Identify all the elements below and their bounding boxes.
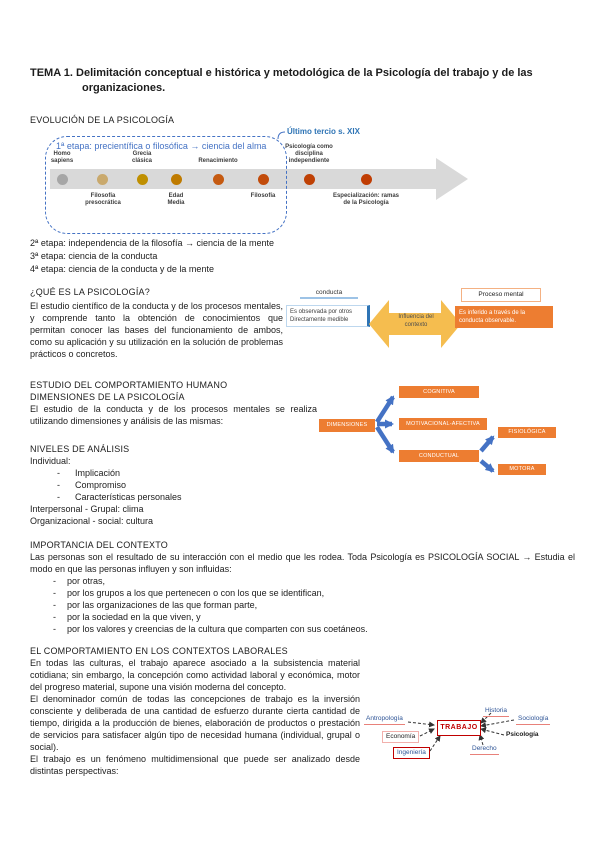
list-item: - por otras, bbox=[30, 575, 575, 587]
comportamiento-para-2: El denominador común de todas las concep… bbox=[30, 694, 360, 752]
bullet-dash: - bbox=[53, 612, 56, 622]
etapa-line: 3ª etapa: ciencia de la conducta bbox=[30, 250, 158, 261]
niveles-individual-label: Individual: bbox=[30, 456, 71, 466]
stage1-label: 1ª etapa: precientífica o filosófica → c… bbox=[56, 141, 267, 151]
milestone-label: Psicología como disciplina independiente bbox=[285, 144, 333, 164]
timeline-dot bbox=[360, 173, 372, 185]
discipline-derecho: Derecho bbox=[470, 745, 499, 755]
bullet-dash: - bbox=[53, 576, 56, 586]
discipline-economia: Economía bbox=[382, 731, 420, 743]
bullet-dash: - bbox=[53, 600, 56, 610]
section-importancia: IMPORTANCIA DEL CONTEXTO Las personas so… bbox=[30, 539, 575, 635]
timeline-dot bbox=[96, 173, 108, 185]
etapa-line: 4ª etapa: ciencia de la conducta y de la… bbox=[30, 263, 214, 274]
list-item-text: por otras, bbox=[67, 576, 106, 586]
discipline-ingenieria: Ingeniería bbox=[393, 747, 430, 759]
page-title: TEMA 1. Delimitación conceptual e histór… bbox=[30, 66, 578, 96]
timeline-dot bbox=[170, 173, 182, 185]
list-item: - Compromiso bbox=[30, 479, 330, 491]
importancia-body: Las personas son el resultado de su inte… bbox=[30, 552, 575, 574]
section-heading-que-es: ¿QUÉ ES LA PSICOLOGÍA? bbox=[30, 287, 150, 297]
discipline-historia: Historia bbox=[483, 707, 510, 717]
niveles-interpersonal-line: Interpersonal - Grupal: clima bbox=[30, 504, 144, 514]
timeline-dot bbox=[257, 173, 269, 185]
niveles-organizacional-line: Organizacional - social: cultura bbox=[30, 516, 154, 526]
trabajo-diagram: TRABAJO Antropología Economía Ingeniería… bbox=[360, 705, 575, 777]
milestone-label: Edad Media bbox=[167, 193, 185, 206]
milestone-label: Grecia clásica bbox=[131, 151, 153, 164]
list-item-text: por los valores y creencias de la cultur… bbox=[67, 624, 368, 634]
timeline-dot bbox=[212, 173, 224, 185]
etapa-line: 2ª etapa: independencia de la filosofía … bbox=[30, 238, 274, 248]
list-item-text: por los grupos a los que pertenecen o co… bbox=[67, 588, 325, 598]
dimensiones-diagram: DIMENSIONES COGNITIVA MOTIVACIONAL-AFECT… bbox=[313, 381, 575, 481]
list-item-text: Características personales bbox=[75, 492, 182, 502]
bullet-dash: - bbox=[53, 624, 56, 634]
section-heading-evolucion: EVOLUCIÓN DE LA PSICOLOGÍA bbox=[30, 115, 175, 125]
evolution-timeline-diagram: 1ª etapa: precientífica o filosófica → c… bbox=[38, 127, 583, 235]
trabajo-center-box: TRABAJO bbox=[437, 720, 481, 736]
dimensiones-root-box: DIMENSIONES bbox=[319, 419, 375, 432]
list-item-text: Implicación bbox=[75, 468, 121, 478]
stage1-dashed-box bbox=[45, 136, 287, 234]
comportamiento-para-3: El trabajo es un fenómeno multidimension… bbox=[30, 754, 360, 776]
timeline-dot bbox=[136, 173, 148, 185]
list-item-text: por las organizaciones de las que forman… bbox=[67, 600, 258, 610]
milestone-label: Filosofía presocrática bbox=[85, 193, 121, 206]
proceso-mental-label: Proceso mental bbox=[461, 288, 541, 302]
conducta-point: Directamente medible bbox=[290, 317, 349, 323]
list-item: - por los grupos a los que pertenecen o c… bbox=[30, 587, 575, 599]
dimension-motora-box: MOTORA bbox=[498, 464, 546, 475]
list-item: - por las organizaciones de las que forma… bbox=[30, 599, 575, 611]
timeline-callout: Último tercio s. XIX bbox=[287, 127, 360, 136]
milestone-label: Especialización: ramas de la Psicología bbox=[332, 193, 400, 206]
section-comportamiento: EL COMPORTAMIENTO EN LOS CONTEXTOS LABOR… bbox=[30, 645, 575, 777]
double-arrow-icon bbox=[369, 300, 461, 348]
bullet-dash: - bbox=[57, 480, 60, 490]
list-item-text: por la sociedad en la que viven, y bbox=[67, 612, 201, 622]
etapas-list: 2ª etapa: independencia de la filosofía … bbox=[30, 237, 274, 275]
section-estudio: ESTUDIO DEL COMPORTAMIENTO HUMANO DIMENS… bbox=[30, 379, 575, 484]
timeline-dot bbox=[56, 173, 68, 185]
milestone-label: Filosofía bbox=[250, 193, 276, 199]
bullet-dash: - bbox=[57, 492, 60, 502]
section-heading-estudio-2: DIMENSIONES DE LA PSICOLOGÍA bbox=[30, 392, 185, 402]
bullet-dash: - bbox=[57, 468, 60, 478]
milestone-label: Homo sapiens bbox=[50, 151, 74, 164]
list-item: - por la sociedad en la que viven, y bbox=[30, 611, 575, 623]
title-line-2: organizaciones. bbox=[82, 82, 166, 94]
conducta-proceso-diagram: conducta Es observada por otros Directam… bbox=[285, 288, 575, 370]
estudio-body: El estudio de la conducta y de los proce… bbox=[30, 404, 317, 426]
trabajo-connector-lines bbox=[407, 712, 515, 752]
section-niveles: NIVELES DE ANÁLISIS Individual: - Implica… bbox=[30, 443, 330, 527]
list-item: - Características personales bbox=[30, 491, 330, 503]
dimension-cognitiva-box: COGNITIVA bbox=[399, 386, 479, 398]
section-heading-estudio-1: ESTUDIO DEL COMPORTAMIENTO HUMANO bbox=[30, 380, 228, 390]
list-item-text: Compromiso bbox=[75, 480, 127, 490]
discipline-sociologia: Sociología bbox=[516, 715, 551, 725]
timeline-dot bbox=[303, 173, 315, 185]
bullet-dash: - bbox=[53, 588, 56, 598]
section-heading-niveles: NIVELES DE ANÁLISIS bbox=[30, 444, 130, 454]
dimension-conductual-box: CONDUCTUAL bbox=[399, 450, 479, 462]
que-es-body: El estudio científico de la conducta y d… bbox=[30, 301, 283, 359]
section-que-es: ¿QUÉ ES LA PSICOLOGÍA? El estudio cientí… bbox=[30, 286, 575, 378]
list-item: - por los valores y creencias de la cultu… bbox=[30, 623, 575, 635]
dimensiones-arrows bbox=[375, 395, 495, 473]
proceso-mental-description-box: Es inferido a través de la conducta obse… bbox=[455, 306, 553, 328]
milestone-label: Renacimiento bbox=[198, 158, 238, 164]
conducta-point: Es observada por otros bbox=[290, 309, 353, 315]
dimension-fisiologica-box: FISIOLÓGICA bbox=[498, 427, 556, 438]
section-heading-importancia: IMPORTANCIA DEL CONTEXTO bbox=[30, 540, 168, 550]
contexto-arrow-label: Influencia del contexto bbox=[398, 314, 434, 328]
conducta-description-box: Es observada por otros Directamente medi… bbox=[286, 305, 370, 327]
discipline-psicologia: Psicología bbox=[506, 731, 539, 738]
dimension-motivacional-box: MOTIVACIONAL-AFECTIVA bbox=[399, 418, 487, 430]
title-line-1: TEMA 1. Delimitación conceptual e histór… bbox=[30, 67, 533, 79]
conducta-label: conducta bbox=[300, 288, 358, 299]
discipline-antropologia: Antropología bbox=[364, 715, 405, 725]
list-item: - Implicación bbox=[30, 467, 330, 479]
section-heading-comportamiento: EL COMPORTAMIENTO EN LOS CONTEXTOS LABOR… bbox=[30, 646, 288, 656]
comportamiento-para-1: En todas las culturas, el trabajo aparec… bbox=[30, 658, 360, 692]
